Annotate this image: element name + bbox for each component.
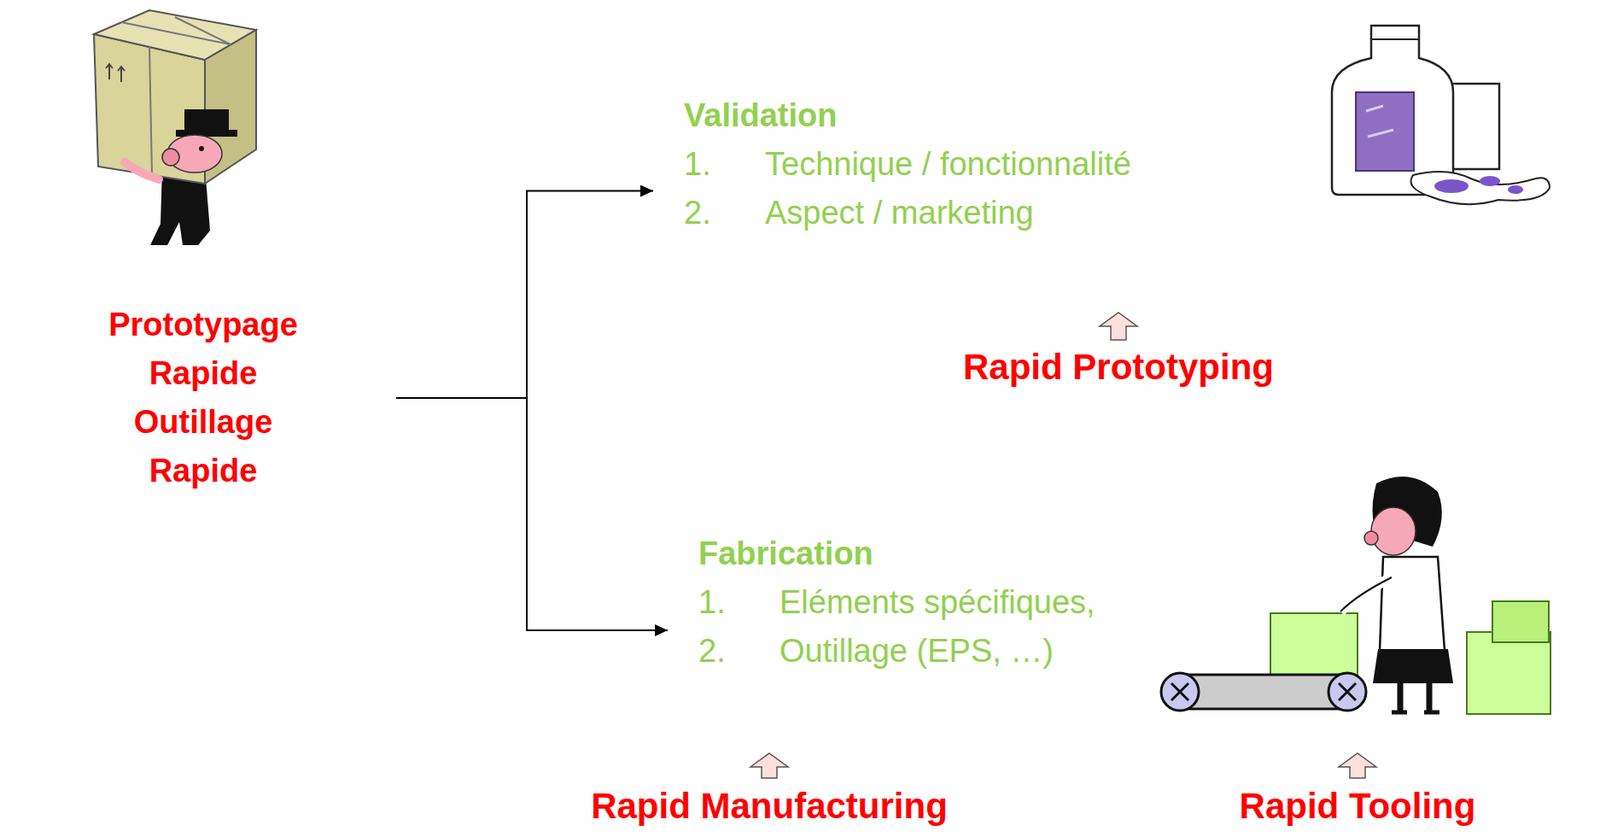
flow-arrow [396,191,654,399]
list-row: 1.Eléments spécifiques, [698,578,1096,627]
man-carrying-box-part [149,46,152,176]
panel-heading: Validation [683,91,1132,141]
man-carrying-box-part [124,162,159,180]
man-carrying-box-part [162,148,180,166]
worker-conveyor-icon-part [1371,507,1416,555]
fabrication-panel: Fabrication1.Eléments spécifiques,2.Outi… [667,507,1584,754]
fabrication-panel-outline [668,508,1584,754]
bottle-icon-part [1355,92,1414,171]
bottle-icon-part [1479,175,1501,187]
node-content: Rapid Tooling [1239,784,1477,828]
worker-conveyor-icon-part [1270,613,1358,677]
node-content: Validation1.Technique / fonctionnalité2.… [683,91,1132,238]
list-number: 1. [698,578,780,627]
method-label: Rapid Prototyping [963,345,1274,389]
list-number: 1. [683,140,765,189]
list-item: Aspect / marketing [764,188,1034,238]
list-item: Eléments spécifiques, [779,578,1096,627]
man-carrying-box-part [175,17,231,45]
list-number: 2. [698,626,780,676]
man-carrying-box-part [105,64,125,82]
main-topic-box: Prototypage Rapide Outillage Rapide [10,157,397,638]
node-content: Prototypage Rapide Outillage Rapide [108,300,298,496]
worker-conveyor-icon-part [1340,577,1392,612]
main-topic-box-outline [10,157,397,638]
bottle-icon-part [1331,25,1454,195]
list-number: 2. [683,188,765,238]
bottle-icon-part [1434,179,1469,193]
validation-panel-outline [654,70,1584,313]
bottle-icon-part [1507,185,1524,194]
man-carrying-box-part [198,145,205,152]
bottle-icon-part [1366,105,1394,137]
worker-conveyor-icon-part [1171,683,1356,701]
main-topic-box-outline [11,158,396,637]
method-tag: Rapid Tooling [1121,777,1594,835]
method-tag: Rapid Manufacturing [530,777,1009,835]
block-arrow [750,753,789,778]
panel-heading: Fabrication [698,529,1096,579]
list-row: 1.Technique / fonctionnalité [683,140,1132,189]
worker-conveyor-icon-part [1364,531,1379,545]
block-arrow [1338,753,1377,778]
flow-arrow [396,397,668,631]
worker-conveyor-icon-part [1391,710,1440,715]
worker-conveyor-icon-part [1379,556,1445,651]
man-carrying-box-part [121,22,231,45]
bottle-icon-part [1371,38,1419,41]
list-item: Technique / fonctionnalité [764,140,1132,189]
topic-title: Prototypage Rapide Outillage Rapide [108,300,298,496]
man-carrying-box [93,10,257,246]
block-arrow [1099,312,1138,340]
method-tag-outline [531,778,1009,835]
worker-conveyor-icon-part [1400,683,1430,713]
node-content: Fabrication1.Eléments spécifiques,2.Outi… [698,529,1096,676]
method-label: Rapid Tooling [1239,784,1477,828]
bottle-icon [1331,25,1550,205]
method-tag: Rapid Prototyping [879,339,1358,394]
node-content: Rapid Manufacturing [590,784,948,828]
validation-panel: Validation1.Technique / fonctionnalité2.… [653,69,1584,313]
method-tag-outline [1122,778,1594,835]
list-row: 2.Aspect / marketing [683,188,1132,238]
worker-conveyor-icon-part [1372,648,1454,684]
worker-conveyor-icon-part [1340,577,1392,612]
method-tag-outline [880,340,1358,394]
worker-conveyor-icon-part [1466,631,1551,714]
list-row: 2.Outillage (EPS, …) [698,626,1096,676]
method-label: Rapid Manufacturing [590,784,948,828]
node-content: Rapid Prototyping [963,345,1274,389]
list-item: Outillage (EPS, …) [779,626,1054,676]
worker-conveyor-icon-part [1492,601,1549,643]
worker-conveyor-icon [1161,476,1551,714]
bottle-icon-part [1411,171,1551,205]
